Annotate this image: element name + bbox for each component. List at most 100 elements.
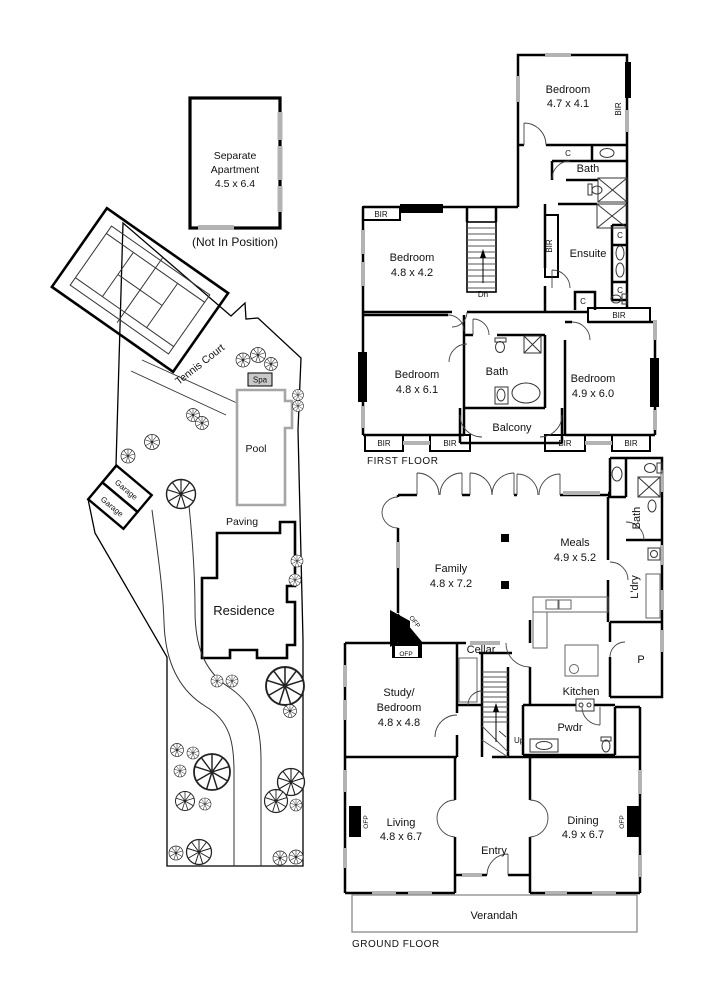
room-label-laundry: L'dry: [629, 575, 641, 599]
sink-icon: [545, 599, 559, 610]
tree-icon: [290, 554, 304, 568]
dim-label-family: 4.8 x 7.2: [430, 578, 472, 590]
tree-icon: [210, 674, 224, 688]
solid-wall-blocks: [358, 62, 659, 407]
room-label-dining: Dining: [567, 815, 598, 827]
apartment-label-line1: Separate: [214, 150, 257, 162]
dim-label-dining: 4.9 x 6.7: [562, 829, 604, 841]
toilet-icon: [656, 462, 663, 474]
apartment-dims: 4.5 x 6.4: [215, 178, 255, 190]
room-label-kitchen: Kitchen: [563, 686, 600, 698]
tree-icon: [288, 573, 302, 587]
sink-icon: [615, 262, 625, 278]
door-arcs: [381, 472, 645, 876]
site-plan: Tennis Court Spa Pool Paving Residence G…: [50, 206, 306, 867]
window-markers: [343, 470, 664, 895]
c-label: C: [617, 231, 623, 240]
tree-icon: [250, 347, 266, 363]
down-label: Dn: [478, 290, 488, 299]
bir-label: BIR: [612, 311, 626, 320]
laundry-tub-icon: [647, 547, 661, 561]
path-lines: [130, 359, 238, 416]
window-marker: [198, 225, 234, 230]
tree-icon: [120, 448, 136, 464]
pool-label: Pool: [245, 443, 266, 455]
c-label: C: [565, 149, 571, 158]
bir-label: BIR: [377, 439, 391, 448]
dim-label-bedroom-left: 4.8 x 6.1: [396, 384, 438, 396]
bir-label: BIR: [558, 439, 572, 448]
room-label-bedroom-left: Bedroom: [395, 369, 440, 381]
staircase-up: Up: [481, 671, 525, 758]
c-label: C: [580, 297, 586, 306]
shower-icon: [637, 476, 661, 498]
window-marker: [277, 186, 283, 212]
door-arcs: [447, 122, 591, 438]
tree-icon: [185, 838, 213, 866]
room-label-bath: Bath: [486, 366, 509, 378]
tree-icon: [235, 352, 251, 368]
tree-icon: [292, 400, 304, 412]
bir-label: BIR: [624, 439, 638, 448]
island-bench: [564, 644, 599, 677]
cellar-shelves: [458, 657, 478, 703]
apartment-label-line2: Apartment: [211, 164, 260, 176]
paving-label: Paving: [226, 516, 258, 528]
dim-label-living: 4.8 x 6.7: [380, 831, 422, 843]
first-floor-plan: Dn: [358, 53, 659, 467]
window-marker: [277, 146, 283, 180]
tree-icon: [225, 674, 239, 688]
room-label-pantry: P: [637, 654, 644, 666]
room-label-bath-top: Bath: [577, 163, 600, 175]
driveway: [151, 495, 262, 866]
tree-icon: [272, 850, 288, 866]
apartment-note: (Not In Position): [192, 235, 278, 249]
room-label-ensuite: Ensuite: [570, 248, 607, 260]
shower-icon: [523, 177, 628, 354]
bir-label: BIR: [545, 239, 554, 253]
tennis-court: [50, 206, 230, 374]
bir-label: BIR: [443, 439, 457, 448]
first-floor-title: FIRST FLOOR: [367, 456, 438, 467]
tree-icon: [288, 849, 304, 865]
ground-floor-title: GROUND FLOOR: [352, 939, 440, 950]
residence-footprint: Residence: [200, 520, 297, 660]
tree-icon: [263, 788, 289, 814]
bath-fixtures: [494, 148, 628, 405]
fireplace-icon: [349, 610, 639, 837]
verandah-outline: [351, 894, 638, 933]
spa: Spa: [247, 372, 273, 387]
tree-icon: [175, 791, 195, 811]
dim-label-study: 4.8 x 4.8: [378, 717, 420, 729]
oven-icon: [575, 698, 595, 712]
site-boundary: [87, 221, 304, 867]
tree-icon: [198, 797, 212, 811]
toilet-icon: [621, 293, 628, 305]
room-label-cellar: Cellar: [467, 644, 496, 656]
tree-icon: [144, 434, 160, 450]
dim-label-bedroom-top: 4.7 x 4.1: [547, 98, 589, 110]
room-label-study-line1: Study/: [383, 687, 415, 699]
room-label-verandah: Verandah: [470, 910, 517, 922]
sink-icon: [611, 466, 623, 482]
pool: Pool: [235, 388, 294, 507]
room-label-bedroom-top: Bedroom: [546, 84, 591, 96]
sink-icon: [494, 386, 509, 405]
room-label-balcony: Balcony: [492, 422, 532, 434]
room-label-bath-wing: Bath: [631, 507, 643, 530]
bir-label: BIR: [374, 210, 388, 219]
tree-icon: [289, 798, 303, 812]
room-label-bedroom-mid: Bedroom: [390, 252, 435, 264]
sink-icon: [647, 499, 657, 513]
tree-icon: [186, 746, 200, 760]
tree-icon: [165, 478, 197, 510]
tree-icon: [195, 416, 209, 430]
window-markers: [361, 53, 657, 445]
garages: Garage Garage: [86, 463, 154, 531]
dim-label-bedroom-mid: 4.8 x 4.2: [391, 267, 433, 279]
dim-label-bedroom-right: 4.9 x 6.0: [572, 388, 614, 400]
staircase-down: Dn: [466, 221, 497, 299]
bathtub-icon: [511, 382, 541, 404]
sink-icon: [529, 738, 559, 753]
bir-label: BIR: [614, 102, 623, 116]
